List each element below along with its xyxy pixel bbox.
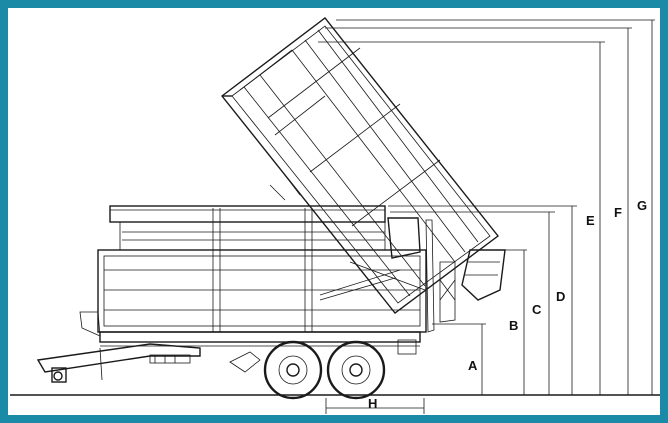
wheel-front xyxy=(263,340,323,400)
dimension-label-b: B xyxy=(509,318,518,333)
dimension-label-f: F xyxy=(614,205,622,220)
chassis xyxy=(36,331,421,383)
lowered-body xyxy=(79,205,456,337)
dimension-label-d: D xyxy=(556,289,565,304)
wheel-rear xyxy=(326,340,386,400)
dimension-label-e: E xyxy=(586,213,595,228)
dimension-label-h: H xyxy=(368,396,377,411)
extension-lines xyxy=(318,19,655,414)
dimension-label-c: C xyxy=(532,302,542,317)
dimension-label-g: G xyxy=(637,198,647,213)
tipped-body xyxy=(221,17,506,314)
dimension-label-a: A xyxy=(468,358,478,373)
